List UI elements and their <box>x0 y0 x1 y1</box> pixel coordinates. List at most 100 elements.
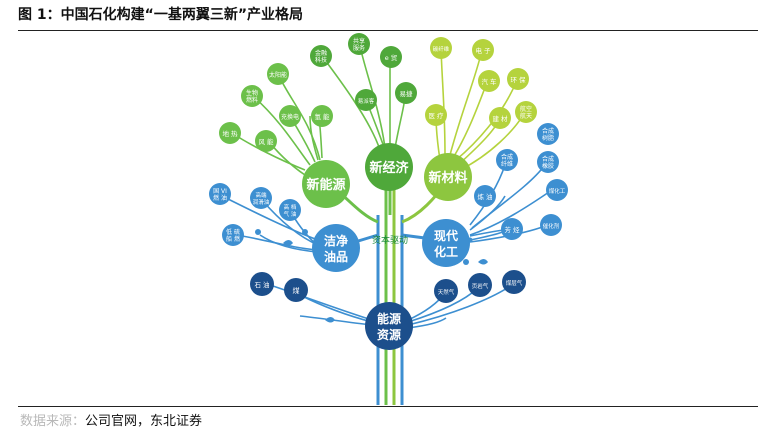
leaf-yipaike: 易派客 <box>355 89 377 111</box>
leaf-coal: 煤 <box>284 278 308 302</box>
leaf-geothermal-label: 地 热 <box>222 129 238 138</box>
leaf-construction: 建 材 <box>489 107 511 129</box>
leaf-biofuel-line1: 生物 <box>246 89 258 97</box>
leaf-hydrogen: 氢 能 <box>311 105 333 127</box>
hub-energy-resources: 能源 资源 <box>365 302 413 350</box>
figure-source: 数据来源：公司官网，东北证券 <box>20 410 202 429</box>
leaf-coalbed-gas: 煤层气 <box>502 270 526 294</box>
hub-energy-resources-line1: 能源 <box>377 311 401 326</box>
hub-modern-chem-line2: 化工 <box>434 244 458 259</box>
leaf-electronics: 电 子 <box>472 39 494 61</box>
leaf-solar: 太阳能 <box>267 63 289 85</box>
leaf-biofuel-line2: 燃料 <box>246 96 258 104</box>
hub-new-economy-label: 新经济 <box>369 160 409 176</box>
leaf-hq-lube: 高端 润滑油 <box>250 187 272 209</box>
leaf-medical-label: 医 疗 <box>428 111 444 120</box>
leaf-auto-label: 汽 车 <box>481 77 497 86</box>
leaf-hq-lube-line1: 高端 <box>255 191 267 199</box>
leaf-nat6-fuel: 国 VI 燃 油 <box>209 183 231 205</box>
leaf-coal-label: 煤 <box>293 286 300 295</box>
leaf-low-sulfur-fuel: 低 硫 船 燃 <box>222 224 244 246</box>
leaf-construction-label: 建 材 <box>492 114 508 123</box>
leaf-coal-chem: 煤化工 <box>546 179 568 201</box>
trunk-label: 资本驱动 <box>372 234 408 246</box>
leaf-synthetic-resin-line1: 合成 <box>542 127 554 135</box>
hub-clean-oil: 洁净 油品 <box>312 224 360 272</box>
source-text: 公司官网，东北证券 <box>85 414 202 429</box>
leaf-catalyst-label: 催化剂 <box>543 222 560 230</box>
leaf-geothermal: 地 热 <box>219 122 241 144</box>
bottom-rule <box>18 406 758 407</box>
hub-modern-chem-line1: 现代 <box>434 228 458 243</box>
leaf-hq-gas-line1: 高 档 <box>284 203 297 211</box>
leaf-aerospace: 航空 航天 <box>515 101 537 123</box>
leaf-lowsulfur-line2: 船 燃 <box>226 235 240 243</box>
leaf-yijie: 易捷 <box>395 82 417 104</box>
leaf-synthetic-resin-line2: 树脂 <box>542 134 554 142</box>
leaf-aerospace-line2: 航天 <box>520 112 532 120</box>
leaf-shale-gas: 页岩气 <box>468 273 492 297</box>
hub-energy-resources-line2: 资源 <box>377 327 401 342</box>
leaf-hq-gas-line2: 气 油 <box>284 210 297 218</box>
leaf-fintech-line2: 科技 <box>315 56 327 64</box>
leaf-auto: 汽 车 <box>478 70 500 92</box>
leaf-electronics-label: 电 子 <box>475 46 491 55</box>
leaf-carbon-fiber: 碳纤维 <box>430 37 452 59</box>
leaf-environment-label: 环 保 <box>510 75 526 84</box>
leaf-catalyst: 催化剂 <box>540 214 562 236</box>
leaf-natural-gas-label: 天然气 <box>438 288 455 296</box>
leaf-etrade-label: e 贸 <box>385 53 398 62</box>
hub-clean-oil-line1: 洁净 <box>324 233 348 248</box>
leaf-synthetic-resin: 合成 树脂 <box>537 123 559 145</box>
leaf-synthetic-fiber: 合成 纤维 <box>496 149 518 171</box>
leaf-carbon-fiber-label: 碳纤维 <box>433 45 450 53</box>
hub-clean-oil-line2: 油品 <box>324 249 348 264</box>
leaf-yijie-label: 易捷 <box>400 89 414 98</box>
leaf-yipaike-label: 易派客 <box>358 97 375 105</box>
leaf-synthetic-fiber-line1: 合成 <box>501 153 513 161</box>
leaf-wind-power-label: 风 能 <box>258 137 274 146</box>
leaf-synthetic-rubber: 合成 橡胶 <box>537 151 559 173</box>
leaf-shared-service-line1: 共享 <box>353 37 365 45</box>
leaf-coalbed-gas-label: 煤层气 <box>506 279 523 287</box>
leaf-medical: 医 疗 <box>425 104 447 126</box>
leaf-etrade: e 贸 <box>380 46 402 68</box>
leaf-aerospace-line1: 航空 <box>520 105 532 113</box>
hub-new-economy: 新经济 <box>365 143 413 191</box>
leaf-fintech-line1: 金融 <box>315 49 327 57</box>
leaf-shared-service-line2: 服务 <box>353 44 365 52</box>
leaf-charging: 充换电 <box>279 105 301 127</box>
leaf-oil-label: 石 油 <box>254 280 269 289</box>
leaf-synthetic-rubber-line2: 橡胶 <box>542 162 554 170</box>
leaf-nat6-line1: 国 VI <box>213 188 227 195</box>
leaf-environment: 环 保 <box>507 68 529 90</box>
leaf-synthetic-rubber-line1: 合成 <box>542 155 554 163</box>
leaf-aromatics: 芳 烃 <box>501 218 523 240</box>
leaf-shale-gas-label: 页岩气 <box>472 282 489 290</box>
leaf-wind-power: 风 能 <box>255 130 277 152</box>
leaf-synthetic-fiber-line2: 纤维 <box>501 160 513 168</box>
leaf-hq-gas: 高 档 气 油 <box>279 199 301 221</box>
hub-new-energy: 新能源 <box>302 160 350 208</box>
leaf-lowsulfur-line1: 低 硫 <box>226 228 240 236</box>
leaf-coal-chem-label: 煤化工 <box>549 187 566 195</box>
hub-new-energy-label: 新能源 <box>306 177 345 193</box>
leaf-solar-label: 太阳能 <box>269 71 287 79</box>
leaf-charging-label: 充换电 <box>281 113 299 121</box>
leaf-oil: 石 油 <box>250 272 274 296</box>
leaf-refining-label: 炼 油 <box>477 192 492 201</box>
leaf-shared-service: 共享 服务 <box>348 33 370 55</box>
leaf-refining: 炼 油 <box>474 185 496 207</box>
hub-new-materials: 新材料 <box>424 153 472 201</box>
hub-modern-chem: 现代 化工 <box>422 219 470 267</box>
leaf-biofuel: 生物 燃料 <box>241 85 263 107</box>
leaf-aromatics-label: 芳 烃 <box>504 225 520 234</box>
source-prefix: 数据来源： <box>20 414 85 429</box>
hub-new-materials-label: 新材料 <box>428 170 467 186</box>
leaf-hydrogen-label: 氢 能 <box>314 112 330 121</box>
leaf-hq-lube-line2: 润滑油 <box>253 198 270 206</box>
trunk-lines <box>378 185 402 405</box>
leaf-nat6-line2: 燃 油 <box>213 194 227 202</box>
leaf-fintech: 金融 科技 <box>310 45 332 67</box>
